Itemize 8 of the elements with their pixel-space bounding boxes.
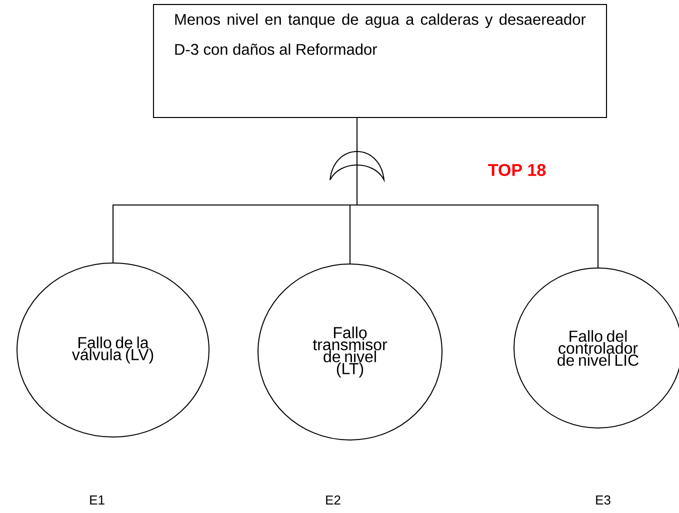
or-gate [330,151,384,180]
event-tag: TOP 18 [488,164,546,176]
connector-line [356,118,358,144]
event-code: E1 [90,496,104,504]
event-code: E3 [596,495,610,505]
event-code: E2 [326,495,340,505]
event-box: Menos nivel en tanque de agua a calderas y desaereador D-3 con daños al Reformador [153,4,607,118]
connector-line [356,143,598,268]
